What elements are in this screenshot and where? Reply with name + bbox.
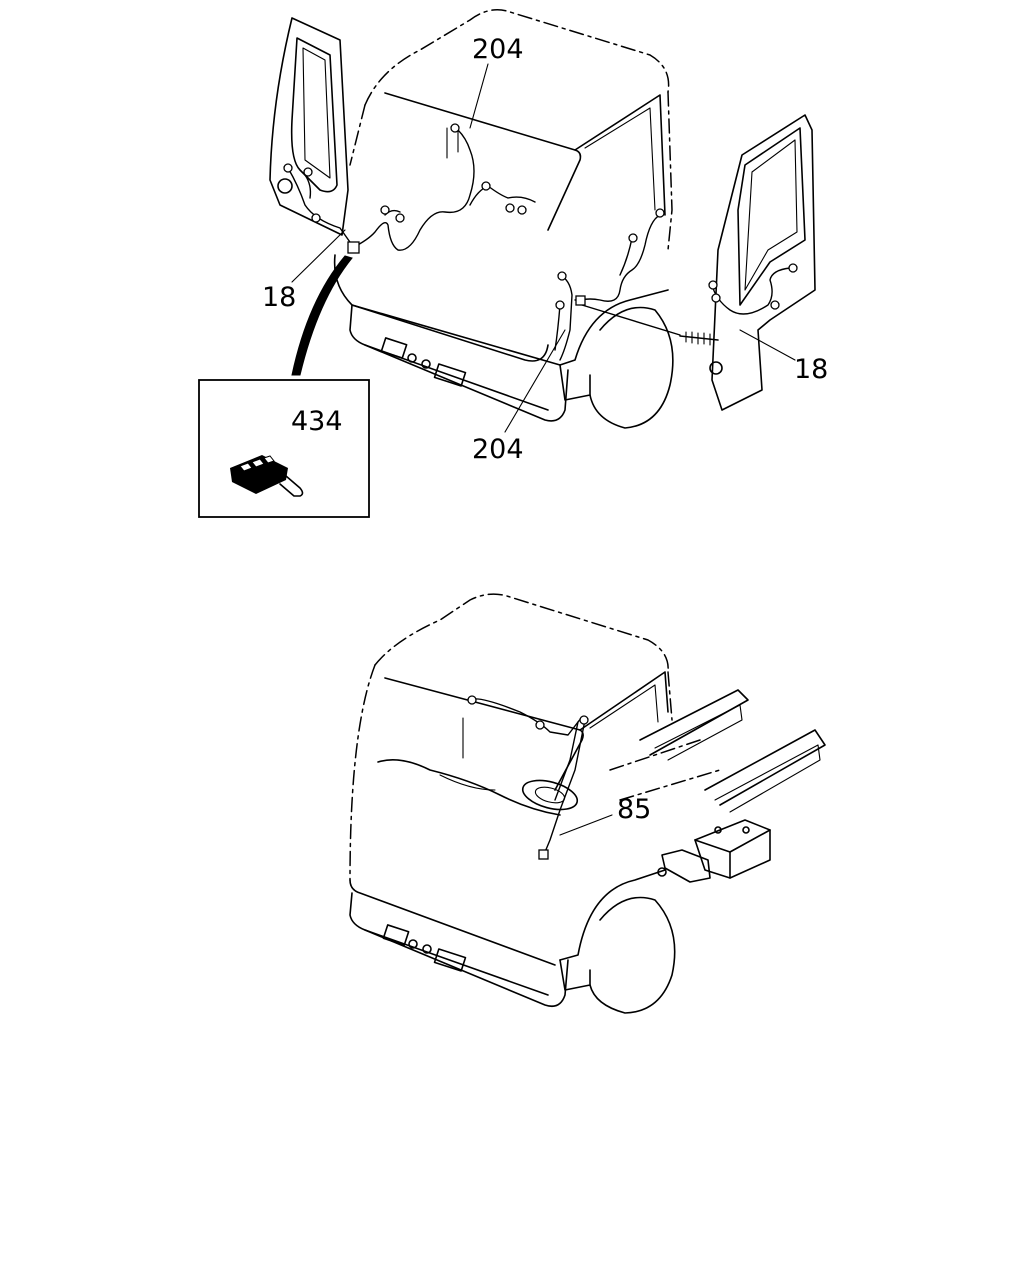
upper-right-door-handle bbox=[709, 361, 723, 375]
lower-frame-rail-lower-2 bbox=[714, 744, 821, 813]
upper-right-door-outline bbox=[711, 114, 816, 411]
upper-marker-lamp-2 bbox=[421, 359, 431, 369]
lower-windshield bbox=[384, 677, 584, 791]
upper-left-door-wire-branch bbox=[304, 174, 312, 199]
leader-85 bbox=[559, 814, 613, 836]
lower-right-headlight bbox=[433, 948, 467, 972]
lower-frame-rail-upper-2 bbox=[654, 704, 743, 761]
upper-left-door-outline bbox=[269, 17, 349, 236]
leader-upper-18-right bbox=[739, 329, 796, 361]
upper-left-harness-connector bbox=[347, 241, 360, 254]
leader-upper-18-left bbox=[291, 229, 346, 283]
lower-frame-rail-lower bbox=[704, 729, 826, 806]
upper-left-door-wire bbox=[287, 167, 353, 246]
lower-harness-wire-2 bbox=[554, 721, 579, 801]
upper-right-headlight bbox=[433, 363, 467, 387]
upper-cab-left-pillar bbox=[349, 104, 366, 166]
lower-pillar-inner bbox=[589, 684, 659, 729]
callout-upper-204-bottom: 204 bbox=[472, 434, 524, 465]
leader-upper-204-bottom bbox=[504, 329, 566, 433]
lower-marker-lamp-1 bbox=[408, 939, 418, 949]
upper-roof-wire-main bbox=[351, 129, 475, 251]
lower-left-headlight bbox=[382, 924, 410, 946]
upper-windshield-inner-edge bbox=[574, 94, 666, 216]
lower-dashboard bbox=[377, 759, 561, 816]
lower-steering-wheel bbox=[521, 779, 579, 811]
connector-434-icon bbox=[230, 455, 304, 497]
callout-85: 85 bbox=[617, 794, 651, 825]
callout-upper-204-top: 204 bbox=[472, 34, 524, 65]
battery-tray bbox=[661, 849, 711, 883]
upper-roof-wire-branch-right bbox=[469, 185, 536, 206]
lower-cab-view: 85 bbox=[349, 593, 826, 1014]
lower-frame-dash-lines bbox=[609, 739, 721, 801]
upper-bumper-top bbox=[351, 304, 561, 366]
upper-right-door-wire bbox=[711, 267, 791, 315]
lower-dashboard-2 bbox=[439, 774, 496, 791]
upper-fender-step bbox=[559, 364, 591, 401]
upper-fender bbox=[559, 289, 669, 366]
upper-bumper bbox=[349, 304, 569, 422]
lower-harness-clips bbox=[467, 695, 589, 860]
upper-right-pillar-wire-2 bbox=[619, 237, 633, 276]
lower-frame-rail-upper bbox=[639, 689, 749, 756]
lower-cab-left-side bbox=[349, 664, 376, 881]
upper-left-door-window bbox=[290, 37, 338, 193]
callout-upper-18-right: 18 bbox=[794, 354, 828, 385]
battery-icon bbox=[694, 819, 771, 879]
upper-right-pillar-wire bbox=[574, 214, 661, 302]
lower-marker-lamp-2 bbox=[422, 944, 432, 954]
upper-cab-roof-outline bbox=[364, 9, 670, 106]
callout-upper-18-left: 18 bbox=[262, 282, 296, 313]
lower-harness-wire bbox=[469, 698, 586, 853]
lower-cab-roof-outline bbox=[374, 593, 669, 673]
leader-upper-204-top bbox=[469, 63, 489, 129]
lower-steering-wheel-inner bbox=[534, 786, 566, 804]
lower-bumper-lower-edge bbox=[364, 929, 549, 996]
upper-lower-wire bbox=[559, 274, 573, 361]
upper-marker-lamp-1 bbox=[407, 353, 417, 363]
upper-right-pillar-inner bbox=[584, 107, 656, 211]
lower-bumper bbox=[349, 892, 569, 1008]
upper-harness-clips bbox=[283, 123, 798, 310]
connector-detail-box: 434 bbox=[198, 379, 370, 518]
upper-left-door-window-inner bbox=[302, 47, 331, 179]
upper-right-door-window-inner bbox=[744, 139, 798, 291]
upper-front-wheel bbox=[589, 306, 674, 429]
detail-pointer bbox=[291, 255, 353, 376]
lower-windshield-pillar bbox=[579, 671, 669, 731]
upper-windshield bbox=[384, 92, 582, 231]
upper-left-door-handle bbox=[277, 178, 293, 194]
upper-right-door-window bbox=[737, 127, 806, 306]
lower-fender bbox=[559, 869, 666, 961]
detail-box-frame bbox=[198, 379, 370, 518]
lower-fender-step bbox=[559, 959, 591, 991]
upper-left-headlight bbox=[380, 337, 408, 359]
upper-right-door-grommet-ribs bbox=[685, 331, 711, 346]
upper-cab-view: 204 18 18 204 434 bbox=[198, 9, 828, 518]
lower-cab-right-top bbox=[667, 671, 673, 721]
lower-front-face bbox=[349, 879, 556, 966]
lower-front-wheel bbox=[589, 896, 676, 1014]
battery-cable-end bbox=[657, 867, 667, 877]
upper-door-cable bbox=[581, 304, 681, 336]
upper-cab-right-side bbox=[667, 91, 673, 251]
callout-434: 434 bbox=[291, 406, 343, 437]
